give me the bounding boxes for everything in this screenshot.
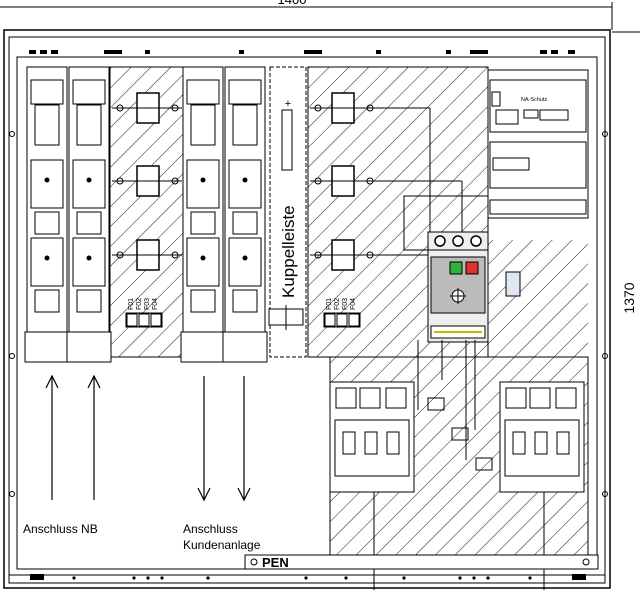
fuse-terminals-left: F01 F02 F03 F04 xyxy=(125,298,163,328)
coupling-bar: + Kuppelleiste xyxy=(268,66,307,358)
outgoing-fuse-base-left xyxy=(329,381,415,493)
outgoing-fuse-base-right xyxy=(499,381,585,493)
meter-element xyxy=(505,271,521,297)
control-wiring xyxy=(403,108,493,471)
coupling-bar-sign: + xyxy=(285,98,291,110)
fuse-terminals-right: F01 F02 F03 F04 xyxy=(323,298,361,328)
height-dimension: 1370 xyxy=(612,31,640,314)
fuse-label: F02 xyxy=(136,298,143,310)
na-protection-label: NA-Schutz xyxy=(521,97,548,103)
grid-connection-label: Anschluss NB xyxy=(23,522,98,536)
height-dimension-label: 1370 xyxy=(621,282,637,313)
customer-connection-arrows xyxy=(197,376,251,502)
na-protection-rack: NA-Schutz xyxy=(487,69,589,219)
customer-connection-label-line1: Anschluss xyxy=(183,522,238,536)
busbar-lines xyxy=(112,104,462,259)
coupling-bar-label: Kuppelleiste xyxy=(279,205,298,298)
pen-label: PEN xyxy=(262,555,289,570)
fuse-label: F04 xyxy=(350,298,357,310)
fuse-label: F03 xyxy=(342,298,349,310)
width-dimension: 1400 xyxy=(0,0,613,30)
main-switch xyxy=(427,231,489,343)
width-dimension-label: 1400 xyxy=(278,0,307,7)
grid-connection-arrows xyxy=(45,374,101,500)
cabinet-frame xyxy=(3,29,611,589)
fuse-strip-1 xyxy=(24,66,70,363)
fuse-strip-2 xyxy=(66,66,112,363)
pen-busbar: PEN xyxy=(244,554,599,570)
fuse-label: F01 xyxy=(326,298,333,310)
fuse-label: F04 xyxy=(152,298,159,310)
fuse-strip-3 xyxy=(180,66,226,363)
fuse-label: F01 xyxy=(128,298,135,310)
fuse-strip-4 xyxy=(222,66,268,363)
fuse-strips-left xyxy=(24,66,268,363)
fuse-label: F03 xyxy=(144,298,151,310)
fuse-label: F02 xyxy=(334,298,341,310)
outgoing-cables xyxy=(373,492,545,590)
customer-connection-label-line2: Kundenanlage xyxy=(183,538,261,552)
